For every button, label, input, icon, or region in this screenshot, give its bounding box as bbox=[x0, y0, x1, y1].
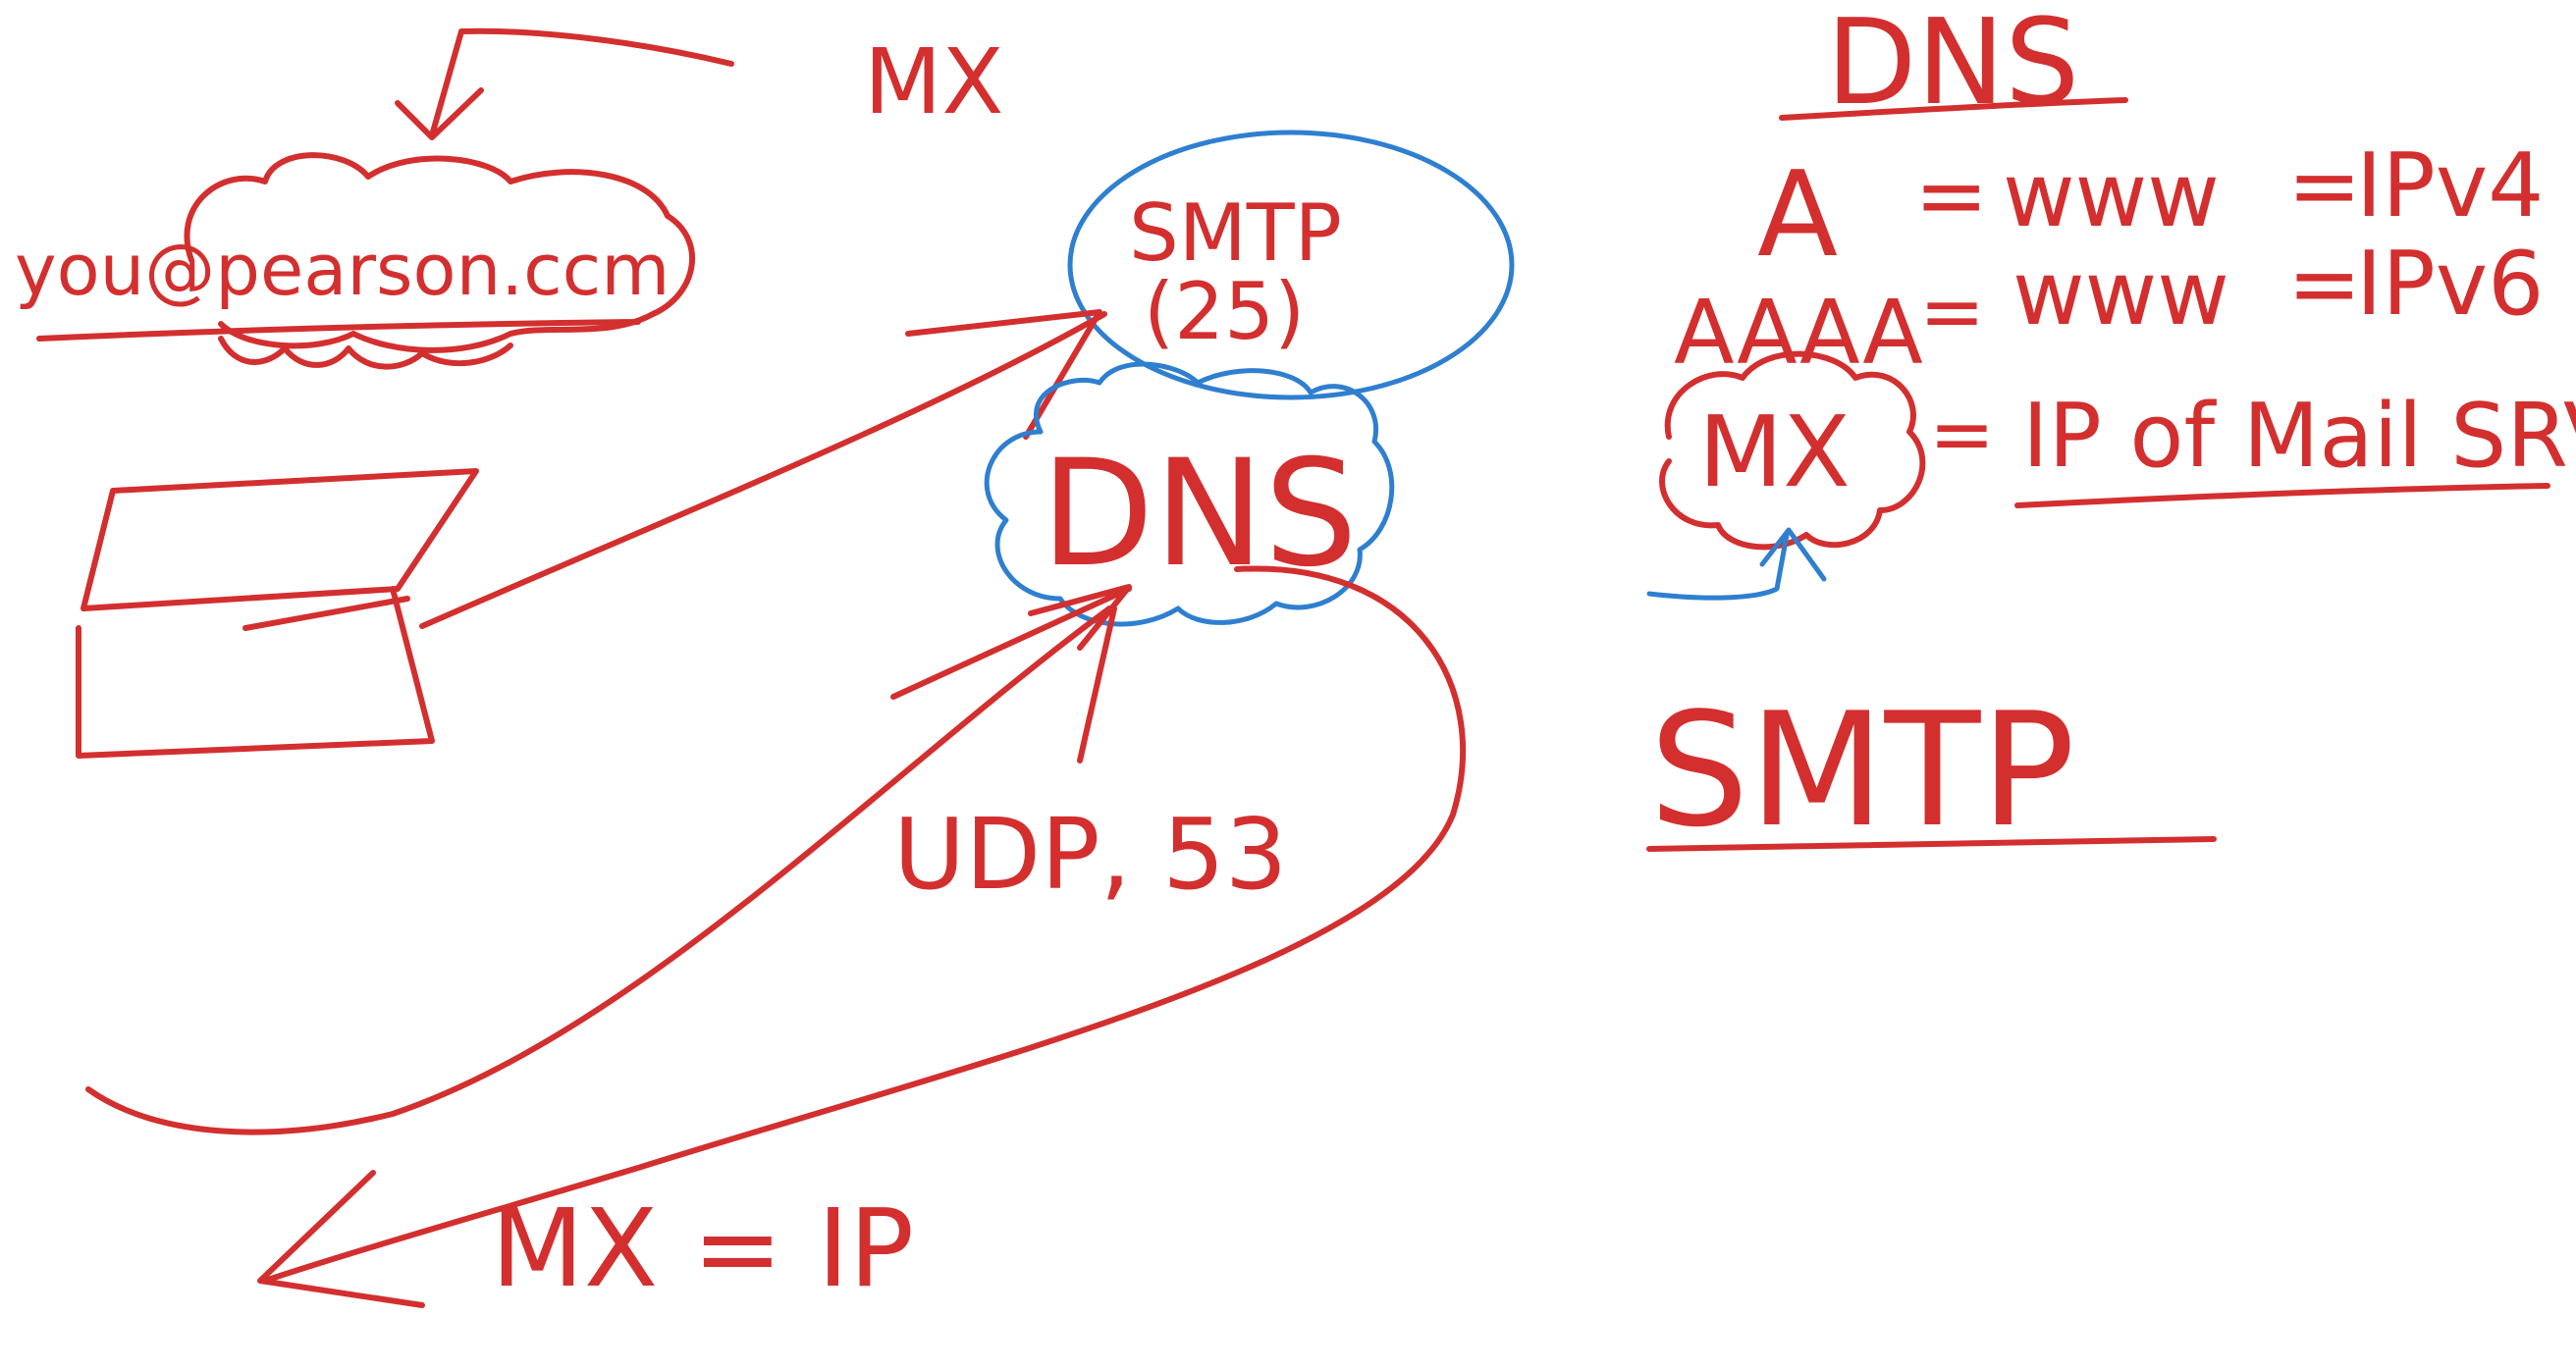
smtp-heading: SMTP bbox=[1649, 678, 2075, 862]
records-panel-title-underline bbox=[1779, 97, 2128, 121]
email-cloud-scribble bbox=[218, 336, 513, 370]
record-mx-value: IP of Mail SRV bbox=[2022, 385, 2576, 488]
record-type-aaaa: AAAA bbox=[1674, 282, 1923, 385]
mx-label-top: MX bbox=[864, 29, 1003, 134]
smtp-bubble-label: SMTP bbox=[1129, 187, 1342, 279]
smtp-bubble bbox=[1067, 130, 1515, 400]
record-aaaa-name: www bbox=[2012, 242, 2229, 345]
record-aaaa-equals-2: = bbox=[2287, 233, 2361, 336]
smtp-port-label: (25) bbox=[1144, 266, 1305, 357]
record-aaaa-equals-1: = bbox=[1919, 266, 1985, 357]
email-cloud-underline bbox=[36, 319, 641, 342]
arrow-to-email-cloud bbox=[395, 27, 734, 140]
record-a-equals-2: = bbox=[2287, 134, 2361, 237]
record-a-value: IPv4 bbox=[2356, 134, 2544, 237]
udp-port-label: UDP, 53 bbox=[893, 797, 1287, 912]
arrow-into-dns-up bbox=[1077, 606, 1117, 764]
arrow-device-to-smtp bbox=[419, 309, 1107, 629]
email-cloud bbox=[184, 152, 695, 353]
record-type-a: A bbox=[1757, 147, 1838, 284]
smtp-heading-underline bbox=[1646, 836, 2217, 852]
record-mx-pointer-arrow bbox=[1646, 527, 1827, 601]
record-a-name: www bbox=[2003, 144, 2220, 247]
sender-device-icon bbox=[76, 468, 479, 759]
email-address: you@pearson.ccm bbox=[15, 229, 670, 311]
dns-query-loop bbox=[85, 606, 1112, 1135]
dns-response-loop bbox=[262, 565, 1467, 1284]
record-mx-value-underline bbox=[2014, 483, 2550, 508]
mx-equals-ip-label: MX = IP bbox=[491, 1186, 914, 1311]
record-mx-equals: = bbox=[1929, 389, 1995, 480]
arrow-into-dns-left bbox=[890, 584, 1132, 700]
record-type-mx: MX bbox=[1698, 395, 1851, 509]
record-mx-highlight-cloud bbox=[1659, 350, 1926, 551]
dns-cloud bbox=[984, 361, 1395, 627]
record-a-equals-1: = bbox=[1914, 144, 1988, 247]
dns-response-arrowhead bbox=[257, 1170, 425, 1308]
record-aaaa-value: IPv6 bbox=[2356, 233, 2544, 336]
